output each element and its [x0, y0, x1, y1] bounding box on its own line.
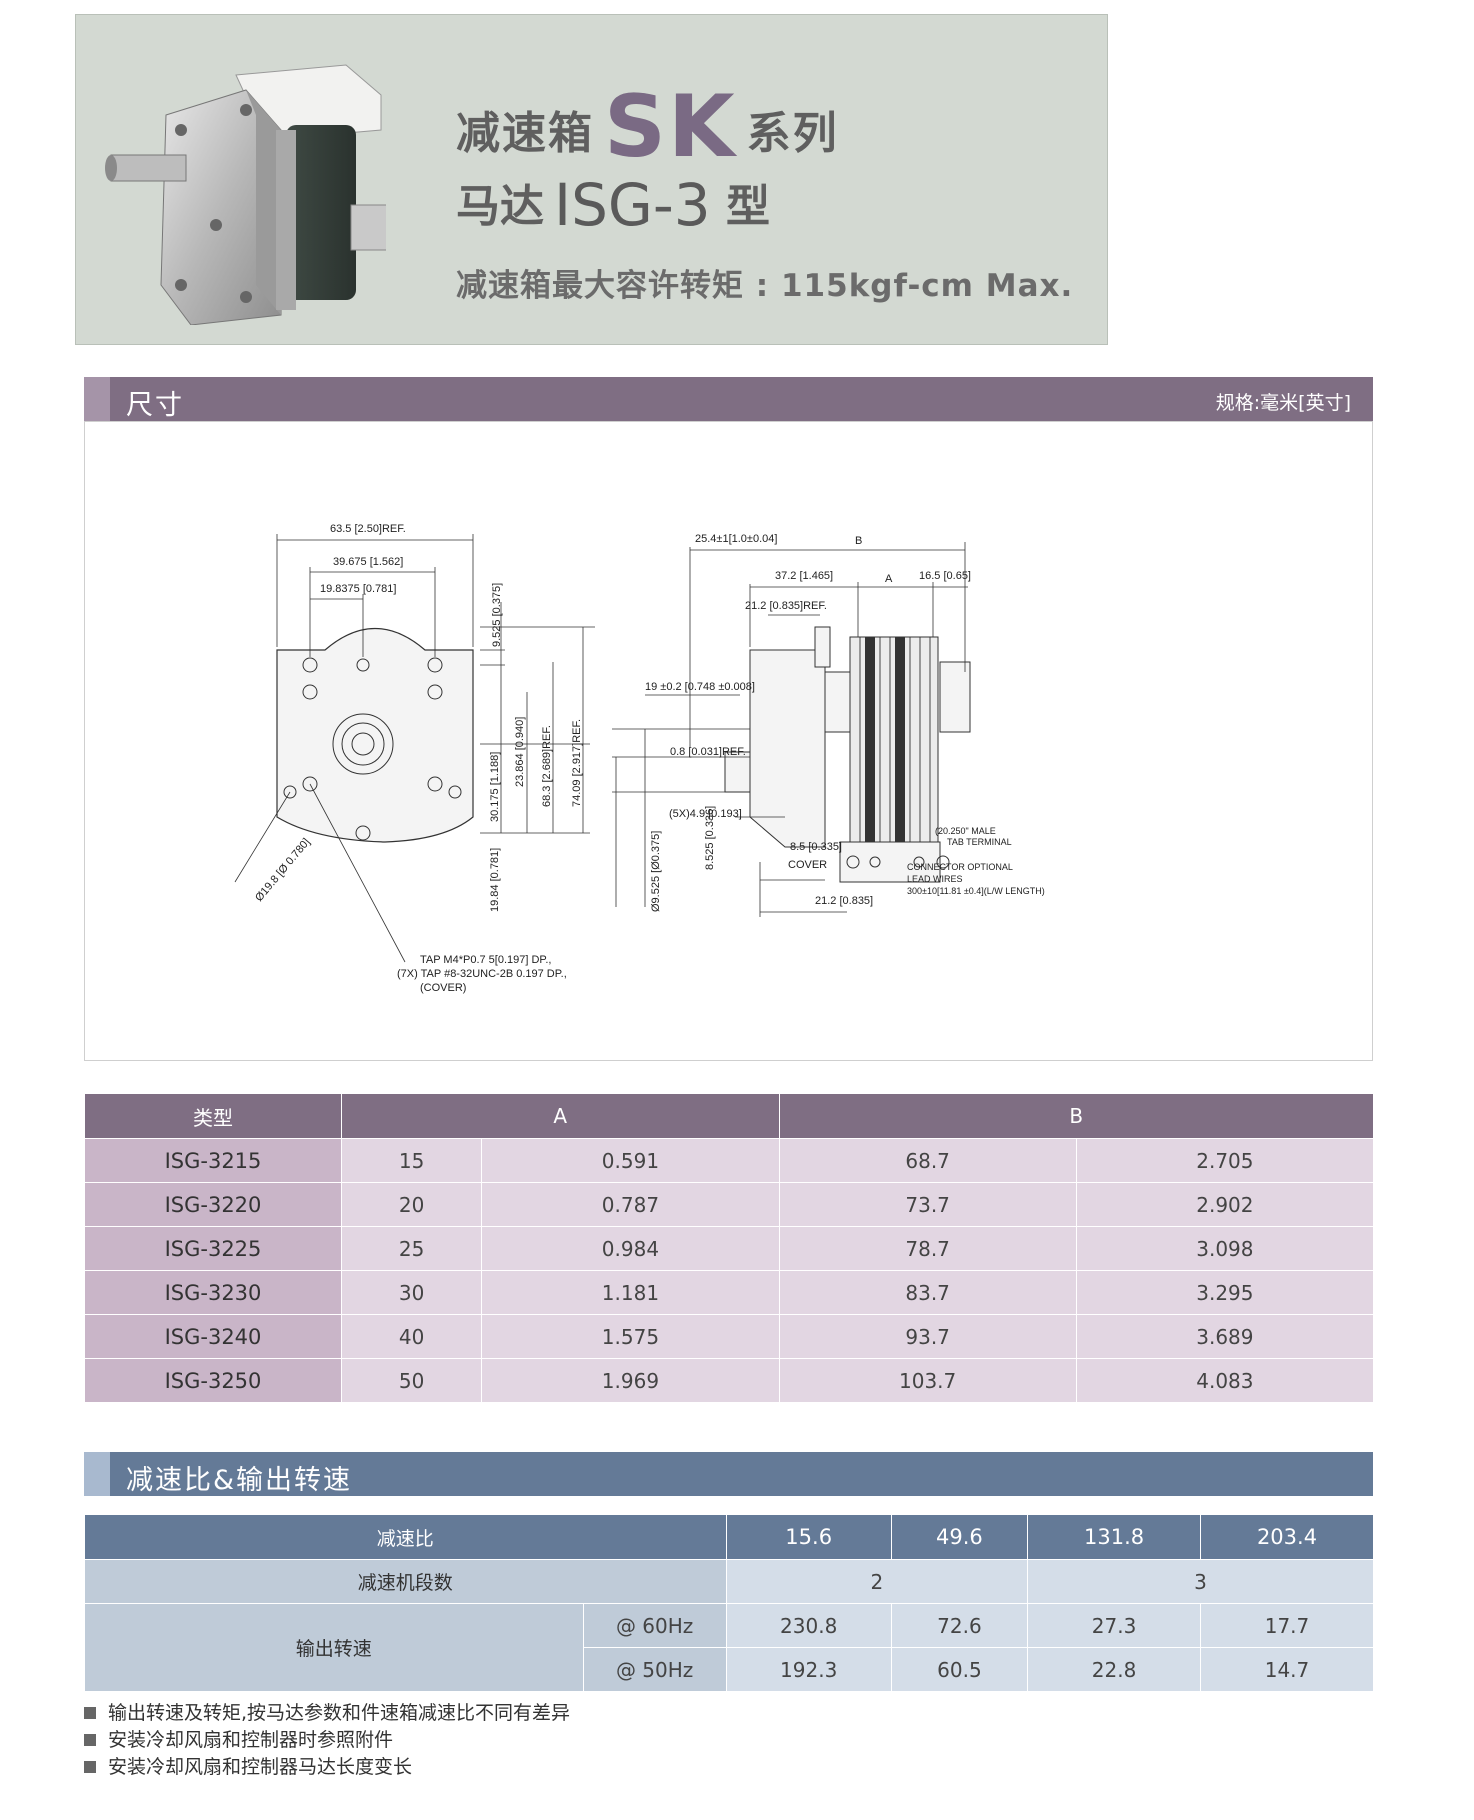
stages-row: 减速机段数 2 3	[84, 1559, 1374, 1604]
svg-text:9.525 [0.375]: 9.525 [0.375]	[491, 583, 503, 647]
gear-motor-image	[105, 64, 386, 325]
svg-text:COVER: COVER	[788, 859, 827, 871]
svg-text:CONNECTOR OPTIONAL: CONNECTOR OPTIONAL	[907, 862, 1013, 872]
svg-text:63.5 [2.50]REF.: 63.5 [2.50]REF.	[330, 523, 406, 535]
col-b: B	[778, 1093, 1375, 1139]
svg-text:21.2 [0.835]REF.: 21.2 [0.835]REF.	[745, 600, 827, 612]
speed-50hz-row: @ 50Hz 192.3 60.5 22.8 14.7	[85, 1647, 1374, 1692]
svg-text:(5X)4.9 [0.193]: (5X)4.9 [0.193]	[669, 808, 742, 820]
torque-spec: 减速箱最大容许转矩 : 115kgf-cm Max.	[456, 268, 1074, 304]
svg-text:A: A	[885, 573, 893, 585]
svg-text:30.175 [1.188]: 30.175 [1.188]	[489, 752, 501, 822]
svg-text:19.8375 [0.781]: 19.8375 [0.781]	[320, 583, 396, 595]
dimension-table-header: 类型 A B	[84, 1093, 1375, 1139]
svg-text:TAP M4*P0.7 5[0.197] DP.,: TAP M4*P0.7 5[0.197] DP.,	[420, 954, 551, 966]
ratio-title: 减速比&输出转速	[126, 1465, 353, 1496]
front-view: 63.5 [2.50]REF. 39.675 [1.562] 19.8375 […	[234, 523, 595, 994]
svg-text:0.8 [0.031]REF.: 0.8 [0.031]REF.	[670, 746, 746, 758]
svg-text:25.4±1[1.0±0.04]: 25.4±1[1.0±0.04]	[695, 533, 777, 545]
table-row: ISG-3220 20 0.787 73.7 2.902	[84, 1182, 1375, 1227]
ratio-header-row: 减速比 15.6 49.6 131.8 203.4	[84, 1514, 1374, 1560]
speed-60hz-row: 输出转速 @ 60Hz 230.8 72.6 27.3 17.7	[84, 1603, 1374, 1692]
bullet-icon	[84, 1734, 96, 1746]
bullet-icon	[84, 1707, 96, 1719]
col-a: A	[341, 1093, 780, 1139]
svg-text:68.3 [2.689]REF.: 68.3 [2.689]REF.	[541, 725, 553, 807]
table-row: ISG-3250 50 1.969 103.7 4.083	[84, 1358, 1375, 1403]
svg-text:B: B	[855, 535, 862, 547]
svg-text:8.525 [0.336]: 8.525 [0.336]	[704, 806, 716, 870]
ratio-table: 减速比 15.6 49.6 131.8 203.4 减速机段数 2 3 输出转速…	[84, 1514, 1374, 1692]
svg-text:19.84 [0.781]: 19.84 [0.781]	[489, 848, 501, 912]
svg-text:8.5 [0.335]: 8.5 [0.335]	[790, 841, 842, 853]
svg-text:74.09 [2.917]REF.: 74.09 [2.917]REF.	[571, 719, 583, 807]
svg-text:19 ±0.2 [0.748 ±0.008]: 19 ±0.2 [0.748 ±0.008]	[645, 681, 755, 693]
note-item: 安装冷却风扇和控制器马达长度变长	[84, 1754, 570, 1781]
svg-text:Ø19.8 [Ø 0.780]: Ø19.8 [Ø 0.780]	[253, 836, 313, 904]
svg-text:37.2 [1.465]: 37.2 [1.465]	[775, 570, 833, 582]
note-item: 输出转速及转矩,按马达参数和件速箱减速比不同有差异	[84, 1700, 570, 1727]
svg-text:(20.250" MALE: (20.250" MALE	[935, 826, 996, 836]
table-row: ISG-3215 15 0.591 68.7 2.705	[84, 1138, 1375, 1183]
unit-note: 规格:毫米[英寸]	[1215, 392, 1351, 414]
svg-text:39.675 [1.562]: 39.675 [1.562]	[333, 556, 403, 568]
svg-text:16.5 [0.65]: 16.5 [0.65]	[919, 570, 971, 582]
notes: 输出转速及转矩,按马达参数和件速箱减速比不同有差异 安装冷却风扇和控制器时参照附…	[84, 1700, 570, 1781]
note-item: 安装冷却风扇和控制器时参照附件	[84, 1727, 570, 1754]
table-row: ISG-3225 25 0.984 78.7 3.098	[84, 1226, 1375, 1271]
table-row: ISG-3240 40 1.575 93.7 3.689	[84, 1314, 1375, 1359]
svg-text:(7X) TAP #8-32UNC-2B 0.197 DP.: (7X) TAP #8-32UNC-2B 0.197 DP.,	[397, 968, 567, 980]
side-view: 25.4±1[1.0±0.04] B 37.2 [1.465] A 16.5 […	[612, 533, 1045, 917]
svg-text:21.2 [0.835]: 21.2 [0.835]	[815, 895, 873, 907]
dimensions-section-bar: 尺寸 规格:毫米[英寸]	[84, 377, 1373, 421]
bullet-icon	[84, 1761, 96, 1773]
svg-text:LEAD WIRES: LEAD WIRES	[907, 874, 963, 884]
technical-drawing: 63.5 [2.50]REF. 39.675 [1.562] 19.8375 […	[84, 421, 1373, 1061]
svg-text:Ø9.525 [Ø0.375]: Ø9.525 [Ø0.375]	[650, 831, 662, 912]
svg-text:300±10[11.81 ±0.4](L/W LENGTH): 300±10[11.81 ±0.4](L/W LENGTH)	[907, 886, 1045, 896]
ratio-section-bar: 减速比&输出转速	[84, 1452, 1373, 1496]
dimensions-title: 尺寸	[126, 390, 184, 421]
table-row: ISG-3230 30 1.181 83.7 3.295	[84, 1270, 1375, 1315]
dimension-table: 类型 A B ISG-3215 15 0.591 68.7 2.705 ISG-…	[84, 1093, 1375, 1403]
col-type: 类型	[84, 1093, 342, 1139]
svg-text:TAB TERMINAL: TAB TERMINAL	[947, 837, 1012, 847]
svg-text:(COVER): (COVER)	[420, 982, 466, 994]
svg-text:23.864 [0.940]: 23.864 [0.940]	[514, 717, 526, 787]
